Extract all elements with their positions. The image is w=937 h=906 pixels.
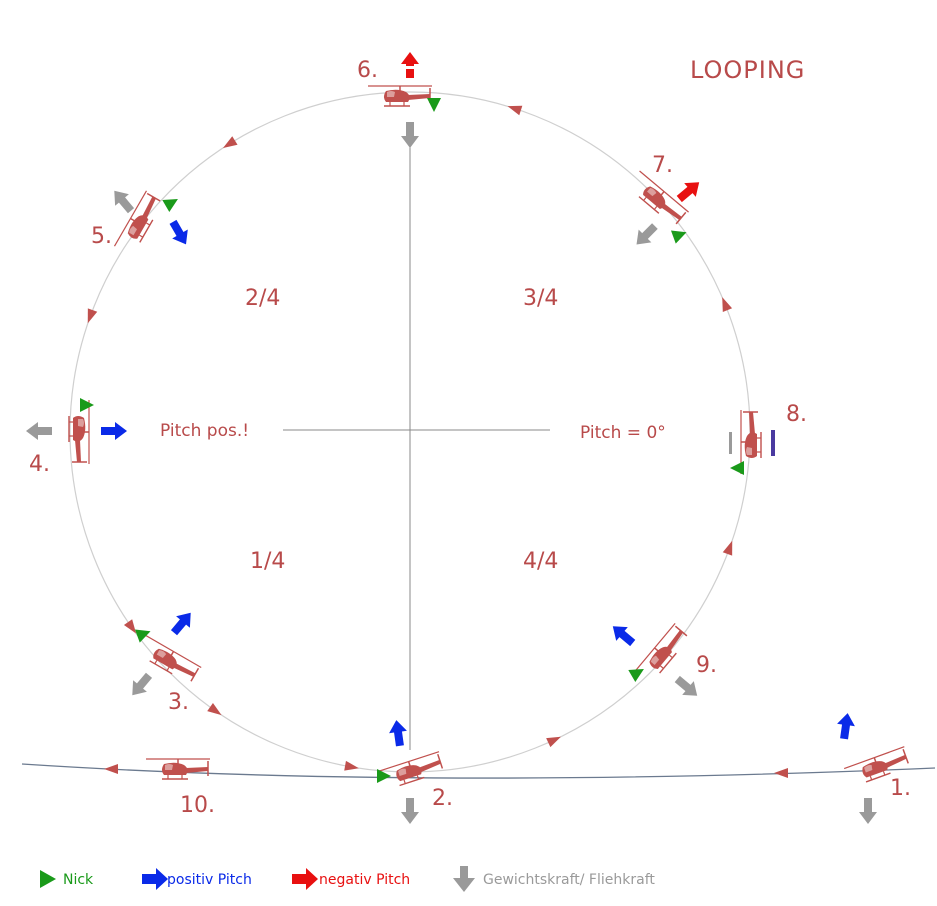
green-triangle-icon [80,398,94,412]
path-direction-arrow [207,702,222,716]
blue-arrow-icon [167,607,198,639]
blue-arrow-icon [142,868,168,890]
legend-negative-pitch-label: negativ Pitch [319,872,410,888]
path-direction-arrow [104,764,118,774]
legend-nick-item: Nick [40,870,94,888]
path-direction-arrow [123,619,137,634]
blue-arrow-icon [387,718,409,748]
direction-arrows [87,105,788,778]
station-1-label: 1. [890,776,911,801]
quadrant-1-label: 1/4 [250,549,285,574]
gray-arrow-icon [859,798,877,824]
legend-positive-pitch-item: positiv Pitch [142,868,252,890]
gray-arrow-icon [453,866,475,892]
station-2-label: 2. [432,786,453,811]
blue-arrow-icon [101,422,127,440]
ground-flight-path [21,763,936,779]
station-5-label: 5. [91,224,112,249]
title: LOOPING [690,56,805,84]
path-direction-arrow [722,297,733,313]
path-direction-arrow [87,308,98,324]
helicopter-icon [625,170,690,229]
green-triangle-icon [40,870,56,888]
station-3-label: 3. [168,690,189,715]
blue-arrow-icon [607,619,639,650]
quadrant-4-label: 4/4 [523,549,558,574]
gray-arrow-icon [401,798,419,824]
legend-positive-pitch-label: positiv Pitch [167,872,252,888]
pitch-zero-label: Pitch = 0° [580,423,666,443]
station-10-label: 10. [180,793,215,818]
quadrant-2-label: 2/4 [245,286,280,311]
gray-arrow-icon [630,219,662,251]
negative-pitch-mark [406,66,414,69]
helicopter-icon [633,622,692,687]
blue-arrow-icon [835,711,857,741]
legend-nick-label: Nick [63,872,94,888]
red-arrow-icon [673,175,705,206]
helicopter-icon [68,399,90,465]
red-arrow-icon [292,868,318,890]
force-arrows [26,52,877,824]
green-triangle-icon [427,98,441,112]
gray-arrow-icon [401,122,419,148]
station-4-label: 4. [29,452,50,477]
helicopter-icon [145,758,211,780]
path-direction-arrow [774,768,788,778]
path-direction-arrow [722,540,733,556]
green-triangle-icon [730,461,744,475]
zero-pitch-bar [729,432,732,454]
legend-weight-item: Gewichtskraft/ Fliehkraft [453,866,655,892]
gray-arrow-icon [26,422,52,440]
station-9-label: 9. [696,653,717,678]
legend: Nick positiv Pitch negativ Pitch Gewicht… [40,866,655,892]
path-direction-arrow [344,760,359,771]
station-7-label: 7. [652,153,673,178]
path-direction-arrow [546,736,561,748]
path-direction-arrow [507,105,523,116]
red-arrow-icon [401,52,419,78]
pitch-positive-label: Pitch pos.! [160,421,249,441]
station-6-label: 6. [357,58,378,83]
station-8-label: 8. [786,402,807,427]
gray-arrow-icon [107,185,138,217]
zero-pitch-bar [771,430,775,456]
green-triangle-icon [628,662,648,683]
blue-arrow-icon [165,217,194,249]
gray-arrow-icon [125,669,156,701]
green-triangle-icon [134,624,153,643]
path-direction-arrow [223,136,238,148]
legend-weight-label: Gewichtskraft/ Fliehkraft [483,872,655,888]
helicopter-icon [367,85,433,107]
quadrant-3-label: 3/4 [523,286,558,311]
legend-negative-pitch-item: negativ Pitch [292,868,410,890]
